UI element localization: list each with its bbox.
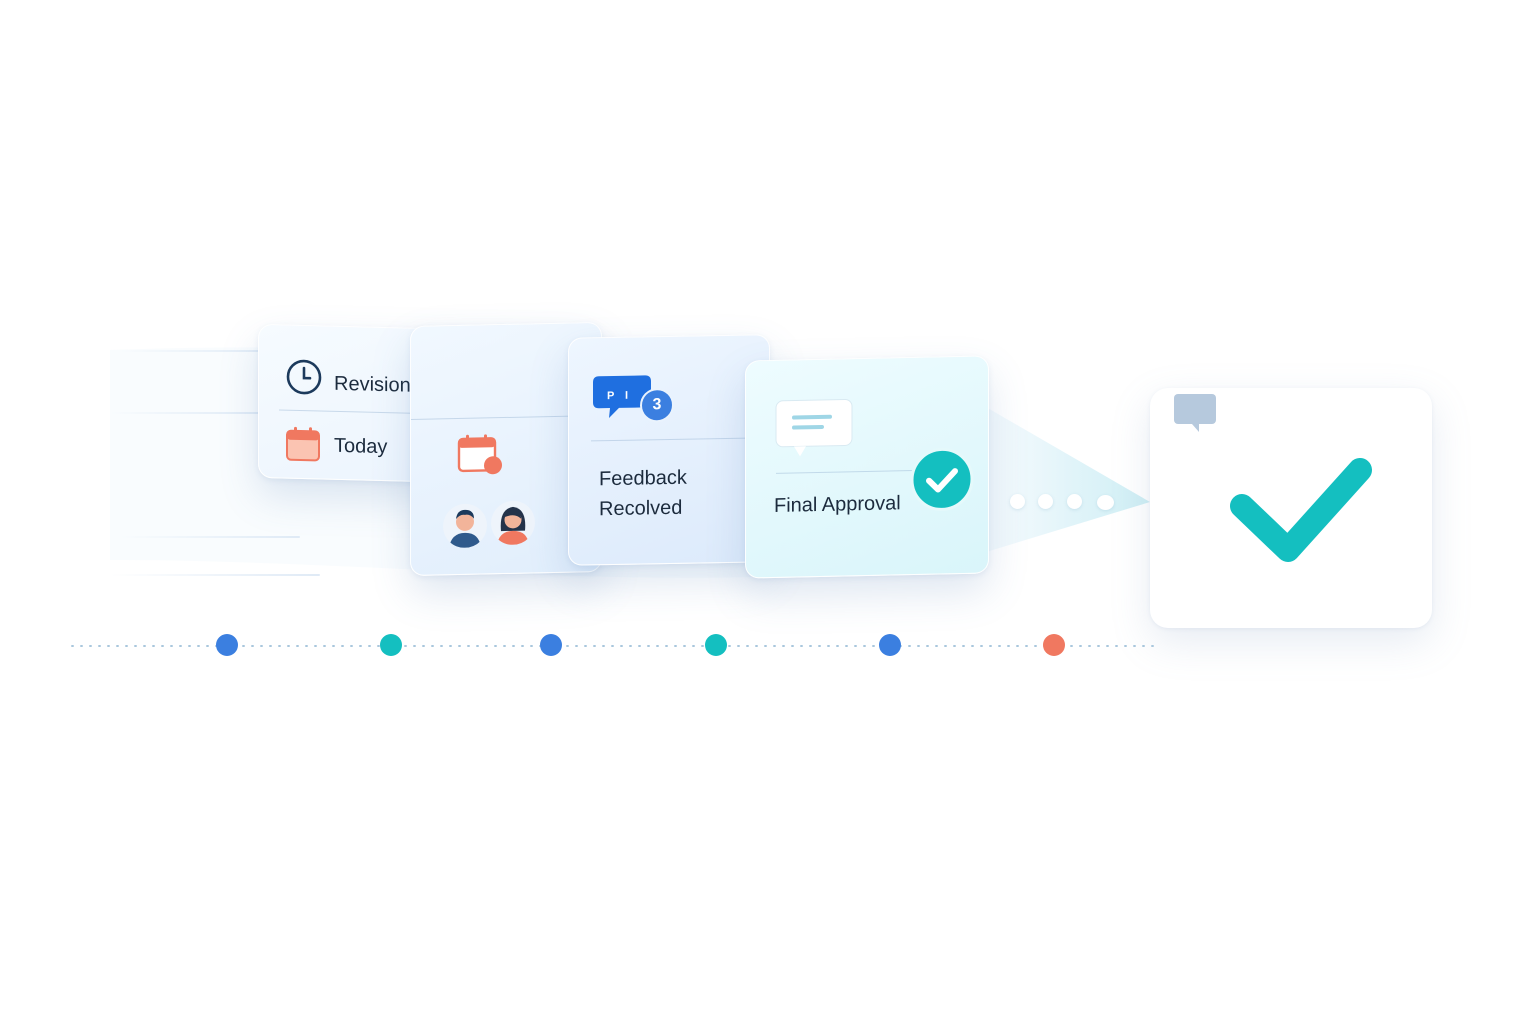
final-approval-label: Final Approval	[774, 492, 901, 517]
feedback-title-line2: Recolved	[599, 496, 683, 521]
motion-streak	[110, 412, 260, 414]
progress-dot	[1010, 494, 1025, 509]
motion-streak	[120, 350, 280, 352]
check-badge-icon	[910, 447, 974, 511]
progress-dot	[1067, 494, 1082, 509]
comment-icon	[1174, 394, 1216, 432]
avatar-woman	[491, 500, 535, 546]
feedback-title-line1: Feedback	[599, 466, 687, 491]
timeline-dot	[879, 634, 901, 656]
motion-streak	[120, 536, 300, 538]
assignees-card	[410, 321, 602, 577]
svg-text:I: I	[625, 390, 628, 402]
timeline-dot	[380, 634, 402, 656]
today-label: Today	[334, 434, 388, 459]
clock-icon	[286, 359, 322, 395]
progress-dot	[1097, 495, 1114, 510]
timeline-dot	[540, 634, 562, 656]
revision-card: Revision Due Today	[258, 323, 590, 487]
card-divider	[591, 437, 761, 442]
completion-card	[1150, 388, 1432, 628]
feedback-badge-count: 3	[652, 396, 662, 414]
timeline-dot	[705, 634, 727, 656]
calendar-icon	[286, 426, 320, 462]
svg-text:P: P	[607, 390, 614, 402]
timeline-dot	[216, 634, 238, 656]
calendar-alert-icon	[457, 434, 502, 475]
final-approval-card: Final Approval	[745, 355, 989, 579]
message-icon	[775, 398, 853, 457]
chat-bubble-icon: P I	[593, 375, 674, 423]
motion-streak	[110, 574, 320, 576]
big-checkmark-icon	[1230, 458, 1372, 562]
progress-dot	[1038, 494, 1053, 509]
avatar-man	[443, 503, 487, 549]
timeline-dot	[1043, 634, 1065, 656]
timeline-track	[68, 645, 1160, 647]
feedback-card: P I 3 Feedback Recolved	[568, 334, 770, 566]
